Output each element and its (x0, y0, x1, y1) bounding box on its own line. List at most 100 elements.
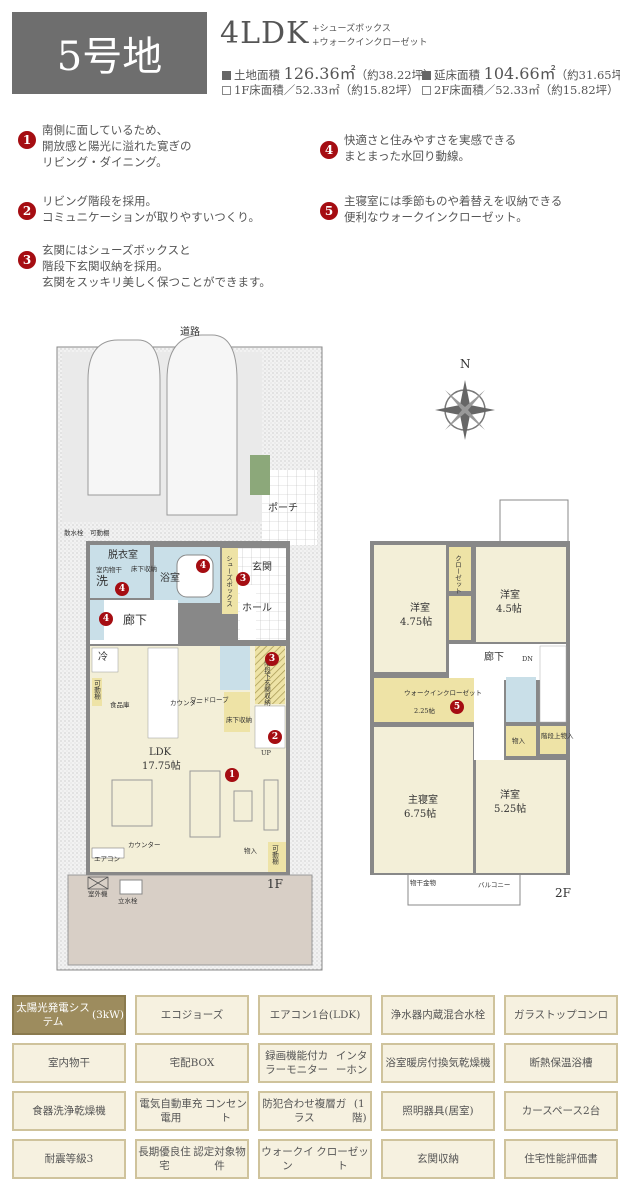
feature-label: 室内物干 (48, 1057, 90, 1069)
plan-label-wash: 洗 (96, 574, 109, 588)
feature-tile: 太陽光発電システム(3kW) (12, 995, 126, 1035)
feature-label: 電気自動車充電用 (139, 1098, 203, 1124)
feature-label: 2台 (583, 1105, 601, 1117)
plan-label-master-size: 6.75帖 (404, 809, 437, 820)
feature-label: エコジョーズ (160, 1009, 224, 1021)
feature-label: コンセント (204, 1098, 247, 1124)
feature-label: 照明器具 (402, 1105, 445, 1117)
feature-label: 断熱保温浴槽 (529, 1057, 593, 1069)
total-floor-tsubo: （約31.65坪） (555, 68, 620, 82)
feature-label: 長期優良住宅 (138, 1146, 191, 1172)
plan-label-wic-size: 2.25帖 (414, 707, 435, 715)
feature-label: エアコン1台 (269, 1009, 329, 1021)
point-text-line: 南側に面しているため、 (42, 123, 169, 137)
feature-label: (LDK) (328, 1009, 361, 1021)
plan-label-outdoor-unit: 室外機 (88, 890, 108, 898)
feature-tile: 住宅性能評価書 (504, 1139, 618, 1179)
feature-label: 耐震等級3 (44, 1153, 94, 1165)
point-number-badge: 3 (18, 251, 36, 269)
plan-label-fridge: 冷 (98, 652, 108, 663)
point-number-badge: 2 (18, 202, 36, 220)
plan-label-master: 主寝室 (408, 795, 438, 806)
lot-number-box: 5号地 (12, 12, 207, 94)
total-floor-label: 延床面積 (434, 68, 480, 82)
point-text-line: 快適さと住みやすさを実感できる (344, 133, 517, 147)
filled-square-icon (222, 71, 231, 80)
feature-label: 住宅性能評価書 (524, 1153, 598, 1165)
extra-shoebox: +シューズボックス (312, 24, 391, 34)
feature-tile: 宅配BOX (135, 1043, 249, 1083)
plan-point-badge-4: 4 (196, 559, 210, 573)
floor1-plan (56, 334, 323, 971)
plan-point-badge-3: 3 (265, 652, 279, 666)
point-number-badge: 5 (320, 202, 338, 220)
plan-label-aircon: エアコン (94, 855, 120, 863)
feature-tile: エアコン1台(LDK) (258, 995, 372, 1035)
plan-label-shelf1: 可動棚 (90, 529, 110, 537)
plan-label-shoebox: シューズボックス (224, 555, 233, 607)
feature-label: 玄関収納 (417, 1153, 459, 1165)
land-area-tsubo: （約38.22坪） (355, 68, 435, 82)
layout-type: 4LDK (220, 16, 310, 51)
compass-icon (435, 380, 495, 440)
plan-label-counter: カウンター (170, 699, 203, 707)
plan-label-shelf3: 可動棚 (270, 845, 279, 865)
feature-tile: 防犯合わせ複層ガラス(1階) (258, 1091, 372, 1131)
feature-tile: 玄関収納 (381, 1139, 495, 1179)
plan-label-room1: 洋室 (410, 603, 430, 614)
floor1-area-text: 1F床面積／52.33㎡（約15.82坪） (234, 83, 419, 97)
selling-point-2: 2 リビング階段を採用。コミュニケーションが取りやすいつくり。 (18, 193, 260, 225)
plan-point-badge-4: 4 (99, 612, 113, 626)
plan-label-hanger: 物干金物 (410, 879, 436, 887)
land-area: 土地面積 126.36㎡（約38.22坪） (222, 60, 435, 84)
point-text-line: 玄関にはシューズボックスと (42, 243, 191, 257)
plan-label-floor: 2F (555, 886, 571, 900)
feature-label: 防犯合わせ複層ガラス (262, 1098, 347, 1124)
plan-label-balcony: バルコニー (478, 881, 511, 889)
plan-label-up: UP (261, 749, 271, 757)
plan-label-room3-size: 5.25帖 (494, 804, 527, 815)
feature-label: (1階) (351, 1098, 367, 1124)
plan-label-stair-storage: 階段上物入 (541, 732, 574, 740)
plan-label-ldk: LDK (149, 747, 172, 758)
plan-label-wic: ウォークインクローゼット (404, 689, 482, 697)
feature-label: インターホン (335, 1050, 368, 1076)
feature-tile: エコジョーズ (135, 995, 249, 1035)
feature-tile: 断熱保温浴槽 (504, 1043, 618, 1083)
feature-tile: 電気自動車充電用コンセント (135, 1091, 249, 1131)
plan-label-floor: 1F (267, 877, 283, 891)
point-text-line: 階段下玄関収納を採用。 (42, 259, 169, 273)
plan-label-corridor: 廊下 (123, 613, 148, 627)
plan-label-compass: N (460, 357, 471, 371)
empty-square-icon (422, 86, 431, 95)
plan-label-underfloor2: 床下収納 (226, 716, 252, 724)
feature-label: 浴室暖房付換気乾燥機 (385, 1057, 491, 1069)
plan-label-corridor: 廊下 (484, 652, 504, 663)
lot-number: 5号地 (56, 34, 163, 80)
feature-label: ガラストップコンロ (513, 1009, 609, 1021)
plan-label-counter2: カウンター (128, 841, 161, 849)
feature-label: ウォークイン (261, 1146, 314, 1172)
feature-tile: 耐震等級3 (12, 1139, 126, 1179)
point-text-line: コミュニケーションが取りやすいつくり。 (42, 210, 261, 224)
plan-label-storage: 物入 (512, 737, 525, 745)
plan-label-dressing: 脱衣室 (108, 550, 138, 561)
point-number-badge: 4 (320, 141, 338, 159)
feature-label: 認定対象物件 (193, 1146, 246, 1172)
floor2-area-text: 2F床面積／52.33㎡（約15.82坪） (434, 83, 619, 97)
floor2-area: 2F床面積／52.33㎡（約15.82坪） (422, 82, 619, 98)
point-text-line: 開放感と陽光に溢れた寛ぎの (42, 139, 192, 153)
point-text-line: リビング階段を採用。 (42, 194, 157, 208)
layout-extras: +シューズボックス +ウォークインクローゼット (312, 22, 428, 50)
feature-label: 浄水器内蔵混合水栓 (390, 1009, 486, 1021)
plan-label-faucet: 立水栓 (118, 897, 138, 905)
plan-label-stair-storage: 階段下玄関収納 (262, 660, 271, 706)
plan-label-ldk-size: 17.75帖 (142, 761, 181, 772)
plan-label-hydrant: 散水栓 (64, 529, 84, 537)
